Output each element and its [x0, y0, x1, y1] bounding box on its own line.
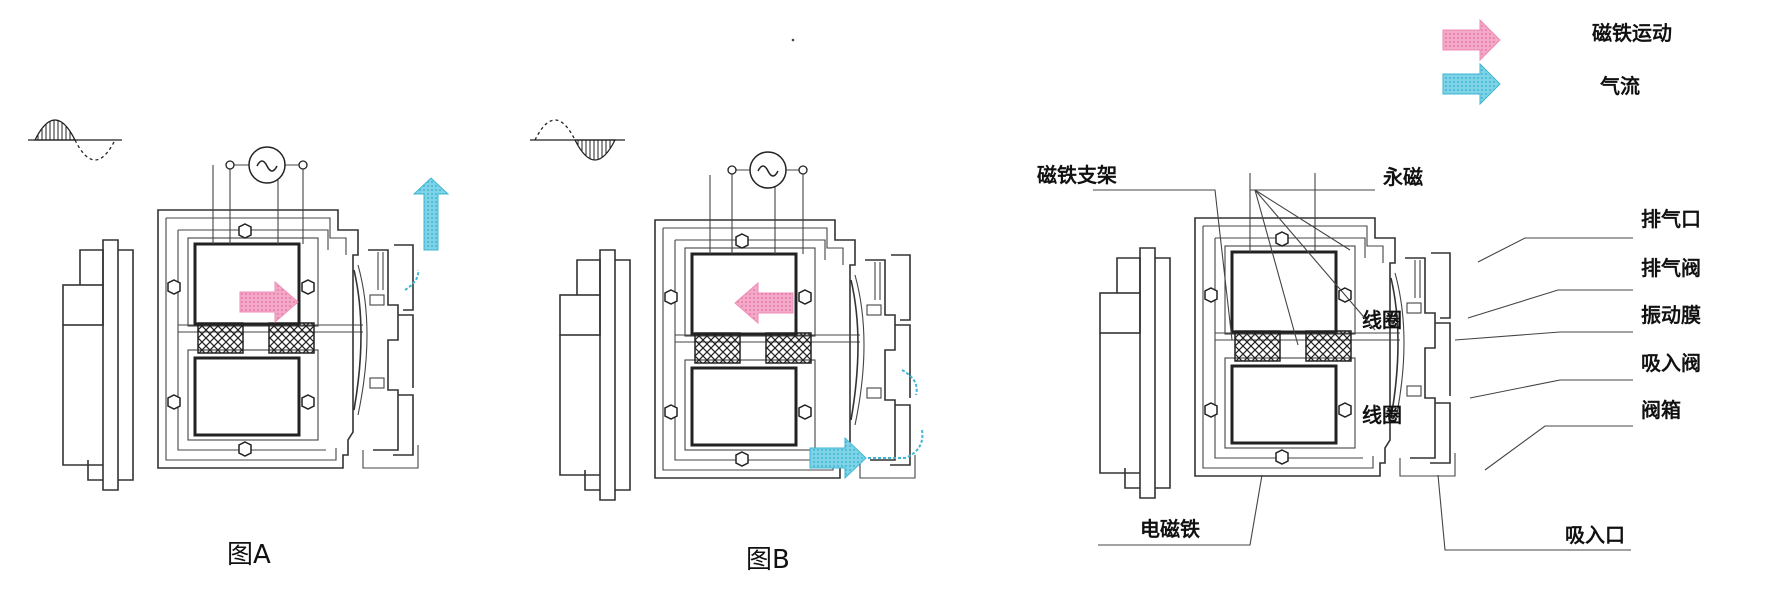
legend: 磁铁运动 气流: [1442, 18, 1672, 106]
magnet-motion-b-icon: [734, 281, 794, 325]
figure-a: 图A: [28, 119, 450, 570]
callout-magnet-bracket: 磁铁支架: [1037, 163, 1117, 187]
callout-valve-box: 阀箱: [1641, 398, 1681, 422]
waveform-b-icon: [530, 119, 625, 161]
callout-suction-port: 吸入口: [1565, 523, 1625, 547]
waveform-a-icon: [28, 119, 122, 161]
callout-electromagnet: 电磁铁: [1140, 517, 1200, 541]
callout-vibration-membrane: 振动膜: [1641, 303, 1701, 327]
figure-a-label: 图A: [227, 540, 271, 570]
figure-b-label: 图B: [746, 545, 790, 575]
callout-permanent-magnet: 永磁: [1382, 165, 1423, 189]
magnet-motion-a-icon: [239, 280, 299, 324]
coil-top-label: 线圈: [1362, 308, 1402, 332]
callout-exhaust-port: 排气口: [1641, 207, 1701, 231]
leader-lines: [1093, 189, 1633, 551]
airflow-legend-arrow: [1442, 62, 1501, 106]
legend-magnet-motion: 磁铁运动: [1592, 21, 1672, 45]
legend-airflow: 气流: [1599, 74, 1640, 98]
coil-bottom-label: 线圈: [1362, 403, 1402, 427]
airflow-in-b-icon: [809, 436, 867, 480]
callout-exhaust-valve: 排气阀: [1641, 256, 1701, 280]
figure-b: 图B: [530, 119, 924, 575]
callout-suction-valve: 吸入阀: [1641, 351, 1701, 375]
magnet-motion-legend-arrow: [1442, 18, 1501, 62]
figure-labelled: 线圈 线圈 磁铁支架 永磁 电磁铁 排气口 排气阀 振动膜 吸入阀 阀箱 吸入口: [1037, 163, 1701, 551]
airflow-up-a-icon: [412, 177, 450, 251]
